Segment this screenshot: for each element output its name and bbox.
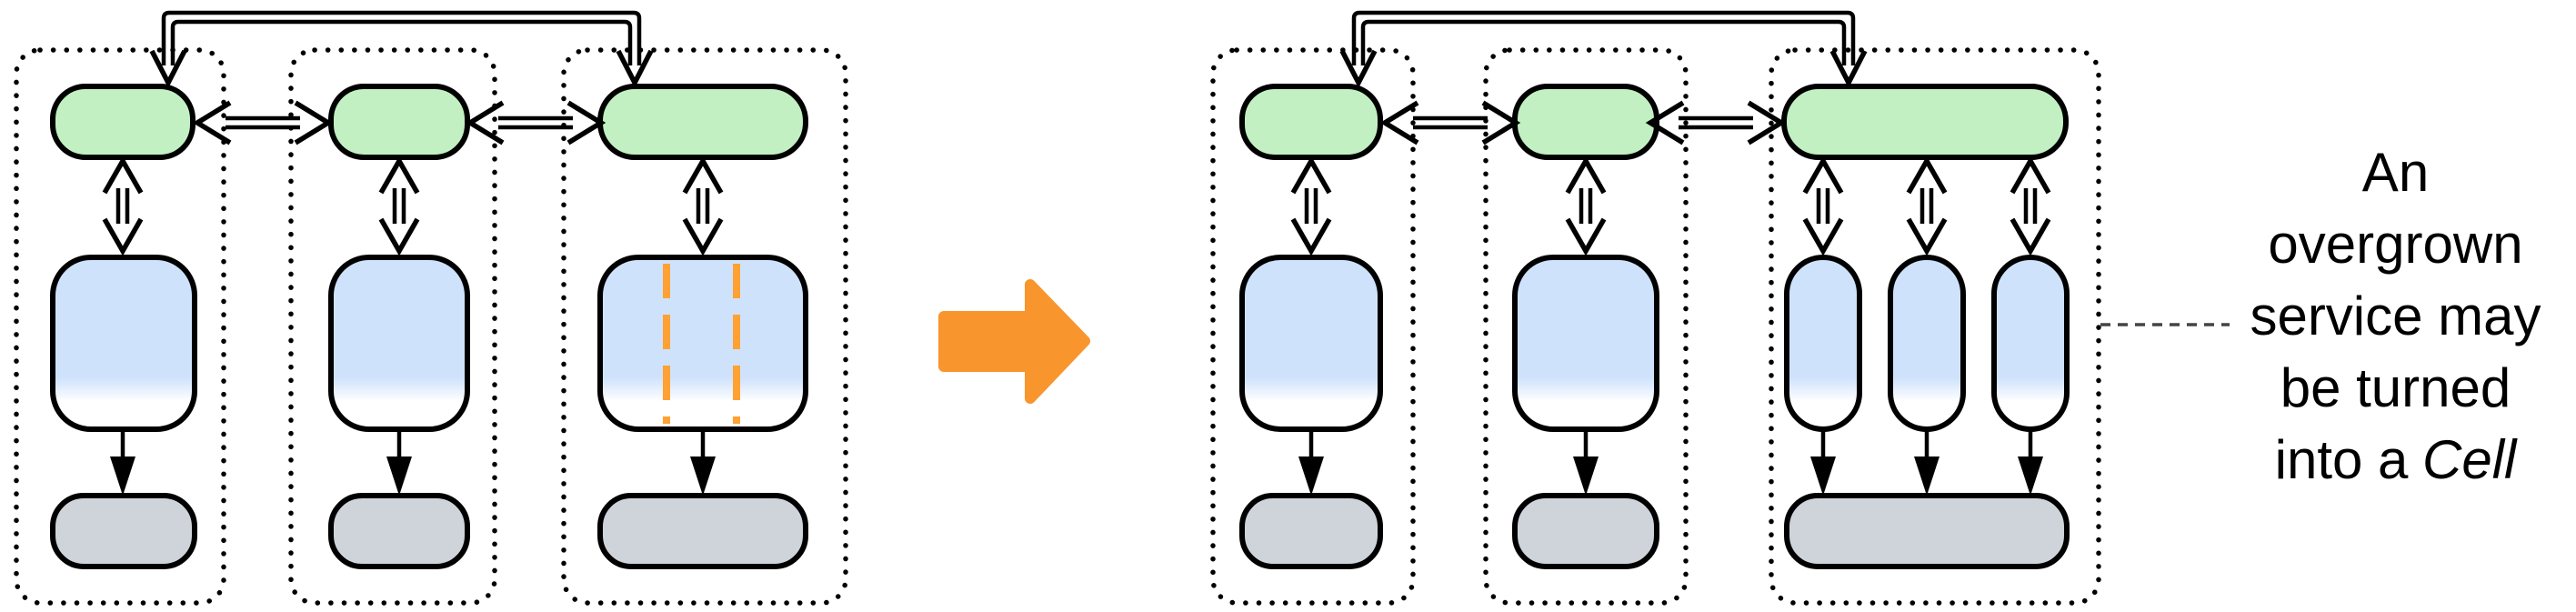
service-datastore-arrow: [690, 429, 716, 496]
service-split-markers: [663, 264, 740, 424]
annotation-text: An overgrown service may be turned into …: [2215, 136, 2576, 496]
router-node: [597, 84, 808, 160]
annotation-line: be turned: [2280, 357, 2511, 418]
cell-boundary: [14, 47, 226, 606]
service-datastore-arrow: [1298, 429, 1324, 496]
datastore-node: [50, 493, 197, 569]
router-node: [50, 84, 195, 160]
router-link-arrow: [1650, 103, 1781, 143]
service-datastore-arrow: [2018, 429, 2043, 496]
router-node: [1781, 84, 2069, 160]
datastore-node: [1239, 493, 1383, 569]
router-service-arrow: [685, 161, 721, 251]
split-service-node: [1991, 255, 2070, 432]
service-datastore-arrow: [386, 429, 412, 496]
annotation-line-text: into a: [2274, 429, 2409, 490]
router-node: [328, 84, 470, 160]
cell-boundary: [288, 47, 497, 606]
router-service-arrow: [1293, 161, 1329, 251]
router-link-arrow: [470, 103, 601, 143]
router-service-arrow: [1805, 161, 1841, 251]
router-service-arrow: [381, 161, 417, 251]
service-datastore-arrow: [1914, 429, 1940, 496]
split-service-node: [1784, 255, 1862, 432]
overgrown-service-node: [597, 255, 808, 432]
cell-boundary: [1769, 47, 2101, 606]
inter-cell-loop-arrow: [149, 10, 654, 89]
cell-boundary: [1483, 47, 1689, 606]
router-service-arrow: [2012, 161, 2049, 251]
datastore-node: [597, 493, 808, 569]
cell-boundary: [561, 47, 848, 606]
after-diagram: [1210, 10, 2101, 606]
service-datastore-arrow: [1810, 429, 1836, 496]
service-node: [1512, 255, 1659, 432]
annotation-italic-word: Cell: [2422, 429, 2517, 490]
split-service-node: [1888, 255, 1966, 432]
transform-right-arrow-icon: [938, 279, 1090, 404]
router-link-arrow: [197, 103, 328, 143]
service-node: [50, 255, 197, 432]
before-diagram: [14, 10, 848, 606]
router-service-arrow: [1568, 161, 1604, 251]
inter-cell-loop-arrow: [1339, 10, 1868, 89]
datastore-node: [1512, 493, 1659, 569]
router-link-arrow: [1385, 103, 1516, 143]
cell-boundary: [1210, 47, 1416, 606]
datastore-node: [328, 493, 470, 569]
router-service-arrow: [105, 161, 141, 251]
annotation-line: An: [2361, 142, 2430, 203]
service-node: [1239, 255, 1383, 432]
annotation-line: service may: [2250, 286, 2541, 346]
service-datastore-arrow: [1573, 429, 1599, 496]
annotation-line: overgrown: [2268, 214, 2523, 275]
service-node: [328, 255, 470, 432]
shared-datastore-node: [1784, 493, 2070, 569]
router-node: [1239, 84, 1383, 160]
service-datastore-arrow: [110, 429, 135, 496]
router-service-arrow: [1909, 161, 1945, 251]
router-node: [1512, 84, 1659, 160]
